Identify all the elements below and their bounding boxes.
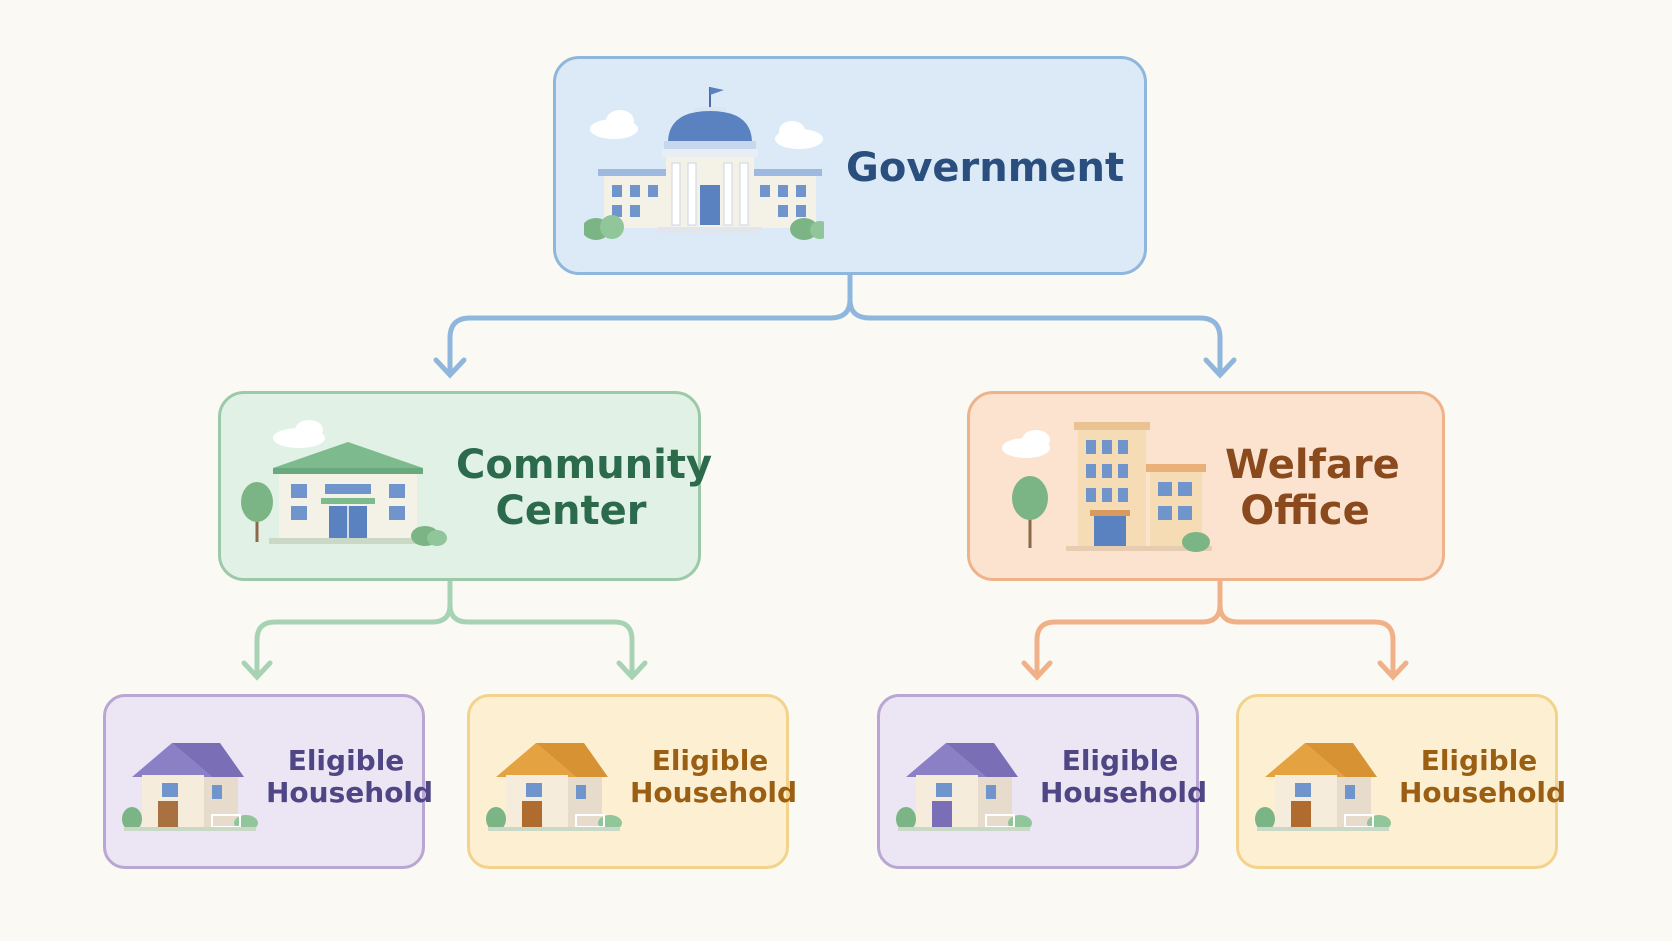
edge-welfare-office-to-household-3 bbox=[1021, 578, 1223, 681]
house-icon bbox=[1255, 743, 1391, 831]
community-center-label-line2: Center bbox=[495, 488, 647, 534]
edge-community-center-to-household-1 bbox=[241, 578, 453, 681]
household-label-4: Eligible Household bbox=[1399, 744, 1567, 810]
eligible-household-node-2: Eligible Household bbox=[467, 694, 798, 869]
eligible-household-node-3: Eligible Household bbox=[877, 694, 1208, 869]
government-node: Government bbox=[553, 56, 1147, 275]
household-label-3-line2: Household bbox=[1040, 776, 1208, 810]
government-building-icon bbox=[584, 87, 824, 240]
house-icon bbox=[486, 743, 622, 831]
household-label-1-line1: Eligible bbox=[287, 744, 405, 777]
community-center-label: Community Center bbox=[456, 442, 713, 534]
welfare-office-label-line1: Welfare bbox=[1225, 442, 1400, 488]
household-label-2-line2: Household bbox=[630, 776, 798, 810]
household-label-3-line1: Eligible bbox=[1061, 744, 1179, 777]
house-icon bbox=[122, 743, 258, 831]
community-center-label-line1: Community bbox=[456, 442, 713, 488]
household-label-2: Eligible Household bbox=[630, 744, 798, 810]
eligible-household-node-1: Eligible Household bbox=[103, 694, 434, 869]
household-label-1: Eligible Household bbox=[266, 744, 434, 810]
eligible-household-node-4: Eligible Household bbox=[1236, 694, 1567, 869]
edge-government-to-community-center bbox=[433, 272, 853, 379]
household-label-1-line2: Household bbox=[266, 776, 434, 810]
household-label-3: Eligible Household bbox=[1040, 744, 1208, 810]
community-center-node: Community Center bbox=[218, 391, 713, 581]
edge-government-to-welfare-office bbox=[847, 297, 1237, 379]
office-building-icon bbox=[1002, 422, 1212, 552]
welfare-office-label: Welfare Office bbox=[1225, 442, 1400, 534]
community-center-icon bbox=[241, 420, 447, 546]
welfare-office-node: Welfare Office bbox=[967, 391, 1445, 581]
welfare-office-label-line2: Office bbox=[1240, 488, 1370, 534]
household-label-4-line1: Eligible bbox=[1420, 744, 1538, 777]
household-label-4-line2: Household bbox=[1399, 776, 1567, 810]
house-icon bbox=[896, 743, 1032, 831]
household-label-2-line1: Eligible bbox=[651, 744, 769, 777]
edge-community-center-to-household-2 bbox=[447, 602, 648, 681]
government-label: Government bbox=[846, 145, 1125, 191]
edge-welfare-office-to-household-4 bbox=[1217, 602, 1409, 681]
